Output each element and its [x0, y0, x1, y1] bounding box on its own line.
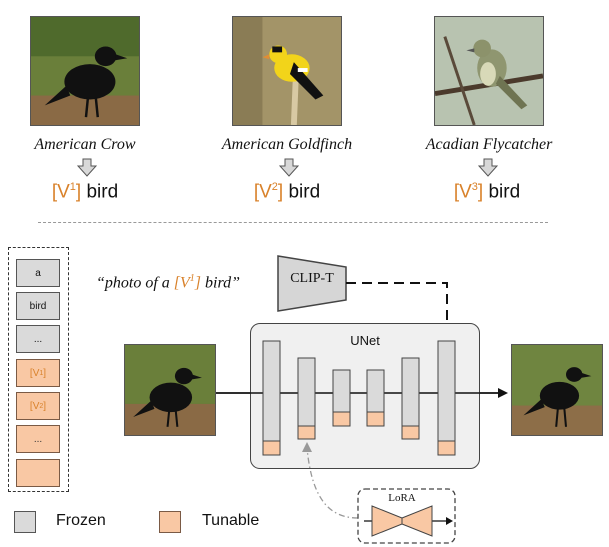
legend-tunable-label: Tunable	[202, 512, 260, 529]
lora-injection-arrowhead	[302, 442, 312, 452]
token-line-3: [V3] bird	[453, 181, 521, 203]
image-flow-arrowhead	[498, 388, 508, 398]
unet-layer-5	[401, 357, 420, 427]
clip-text-encoder-shape	[277, 255, 347, 312]
unet-layer-1	[262, 340, 281, 442]
token-box-ellipsis: ...	[16, 325, 60, 353]
lora-injection-arrow	[306, 447, 359, 519]
prompt-text: “photo of a [V1] bird”	[96, 273, 241, 292]
unet-layer-3-lora	[332, 411, 351, 427]
unet-layer-2-lora	[297, 425, 316, 440]
down-arrow-icon	[279, 158, 299, 177]
token-box-bird: bird	[16, 292, 60, 320]
legend-tunable-swatch	[159, 511, 181, 533]
species-label-goldfinch: American Goldfinch	[221, 136, 353, 153]
unet-layer-6	[437, 340, 456, 442]
unet-layer-4-lora	[366, 411, 385, 427]
unet-layer-1-lora	[262, 440, 281, 456]
unet-layer-2	[297, 357, 316, 427]
unet-layer-4	[366, 369, 385, 413]
unet-layer-5-lora	[401, 425, 420, 440]
lora-up-projection	[401, 505, 433, 537]
lora-label: LoRA	[388, 492, 416, 504]
token-box-ellipsis-tunable: ...	[16, 425, 60, 453]
legend-frozen-swatch	[14, 511, 36, 533]
section-divider	[38, 222, 548, 223]
token-box-a: a	[16, 259, 60, 287]
token-box-empty	[16, 459, 60, 487]
output-crow-image	[511, 344, 603, 436]
lora-flow-arrowhead	[446, 517, 453, 525]
unet-layer-3	[332, 369, 351, 413]
token-line-2: [V2] bird	[253, 181, 321, 203]
unet-layer-6-lora	[437, 440, 456, 456]
species-label-flycatcher: Acadian Flycatcher	[425, 136, 553, 153]
acadian-flycatcher-photo	[434, 16, 544, 126]
input-crow-image	[124, 344, 216, 436]
american-crow-photo	[30, 16, 140, 126]
down-arrow-icon	[77, 158, 97, 177]
text-condition-arrow	[346, 282, 448, 335]
token-line-1: [V1] bird	[51, 181, 119, 203]
unet-label: UNet	[350, 333, 380, 348]
american-goldfinch-photo	[232, 16, 342, 126]
species-label-crow: American Crow	[34, 136, 136, 153]
legend-frozen-label: Frozen	[56, 512, 106, 529]
down-arrow-icon	[478, 158, 498, 177]
clip-t-label: CLIP-T	[290, 271, 334, 286]
